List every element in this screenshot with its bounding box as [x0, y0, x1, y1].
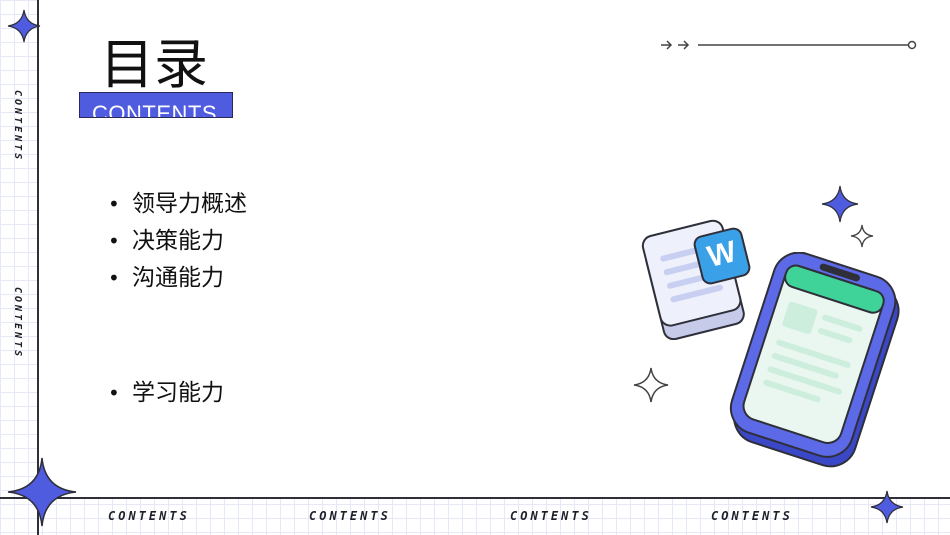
- list-item-leadership-overview: 领导力概述: [108, 186, 247, 223]
- footer-label-1: CONTENTS: [108, 509, 190, 523]
- list-item-learning: 学习能力: [108, 375, 224, 412]
- subtitle-badge: CONTENTS: [79, 92, 233, 118]
- sparkle-bottom-right-icon: [870, 490, 904, 524]
- subtitle-text: CONTENTS: [92, 101, 217, 118]
- footer-label-2: CONTENTS: [309, 509, 391, 523]
- sparkle-bottom-left-icon: [7, 457, 77, 527]
- bottom-border-line: [0, 497, 950, 499]
- sparkle-top-left-icon: [7, 9, 41, 43]
- sparkle-outline-small-icon: [850, 224, 874, 248]
- side-label-2: CONTENTS: [12, 287, 23, 360]
- list-item-decision-making: 决策能力: [108, 223, 247, 260]
- word-icon: W: [692, 226, 752, 286]
- side-label-1: CONTENTS: [12, 90, 23, 163]
- sparkle-illustration-icon: [821, 185, 859, 223]
- contents-list: 领导力概述 决策能力 沟通能力: [108, 186, 247, 297]
- footer-label-3: CONTENTS: [510, 509, 592, 523]
- page-title: 目录: [100, 33, 208, 96]
- footer-label-4: CONTENTS: [711, 509, 793, 523]
- sparkle-outline-large-icon: [633, 367, 669, 403]
- left-border-line: [37, 0, 39, 535]
- phone-illustration: [729, 252, 900, 468]
- list-item-communication: 沟通能力: [108, 260, 247, 297]
- arrow-line-decoration: [661, 40, 917, 50]
- contents-list-bottom: 学习能力: [108, 375, 224, 412]
